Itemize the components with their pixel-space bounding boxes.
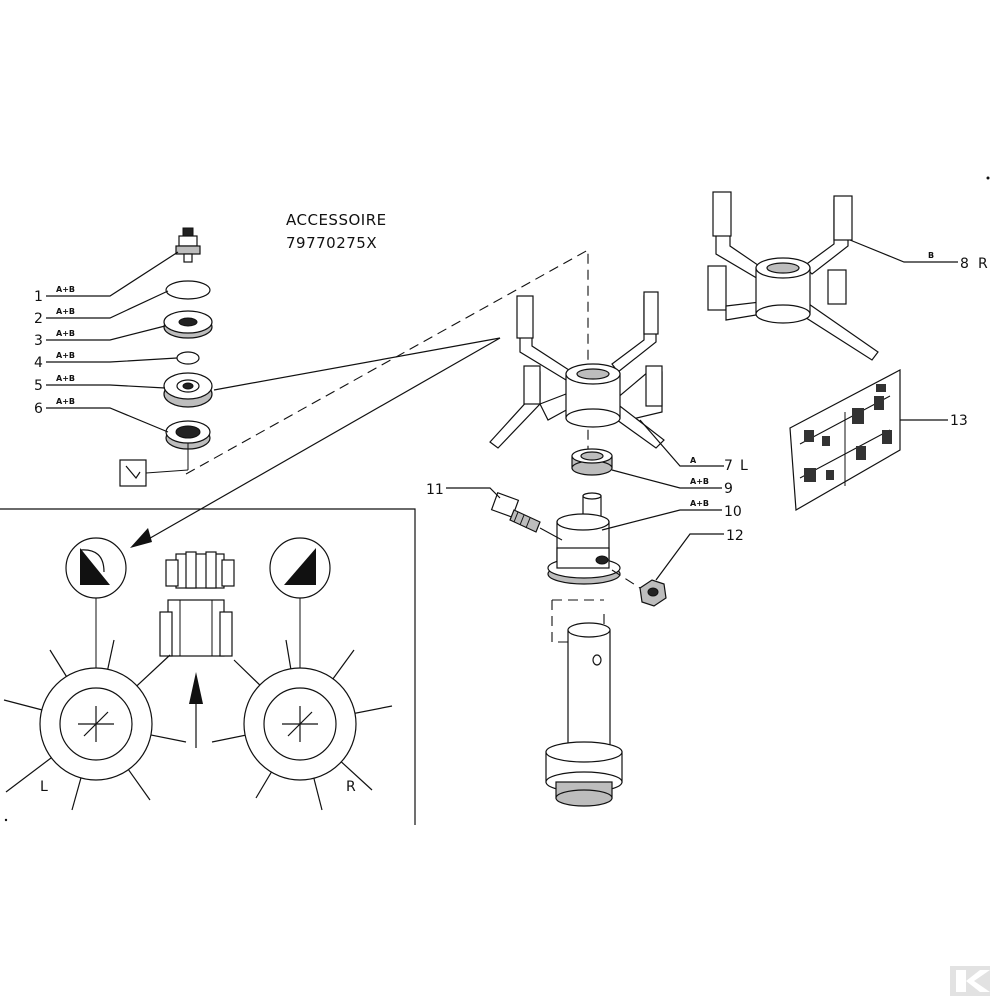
callout-10-number: 10 xyxy=(724,504,742,520)
left-rotor-label: L xyxy=(40,779,48,795)
right-direction-symbol xyxy=(269,537,331,700)
bearing-stack xyxy=(163,227,213,470)
callout-13-number: 13 xyxy=(950,413,968,429)
bolt xyxy=(490,492,541,533)
circlip xyxy=(165,280,211,300)
decal-sticker-icon xyxy=(789,369,901,511)
right-rotor-icon xyxy=(211,639,393,811)
seal xyxy=(163,310,213,339)
leader-7 xyxy=(639,419,724,467)
callout-4-number: 4 xyxy=(34,355,43,371)
left-direction-symbol xyxy=(65,537,127,700)
small-ring xyxy=(176,351,200,365)
tine-holder-right xyxy=(707,191,879,361)
direction-arrow-icon xyxy=(189,672,203,748)
leaders-1-6 xyxy=(46,251,179,433)
pointer-arrowhead xyxy=(130,528,152,548)
callout-3-tag: A+B xyxy=(56,329,75,338)
callout-7-number: 7 xyxy=(724,458,733,474)
tine-holder-left xyxy=(489,291,665,449)
callout-5-tag: A+B xyxy=(56,374,75,383)
callout-7-tag: A xyxy=(690,456,697,465)
leader-10 xyxy=(601,509,722,531)
spacer-ring xyxy=(571,448,613,476)
callout-3-number: 3 xyxy=(34,333,43,349)
bearing xyxy=(163,372,213,408)
speck xyxy=(986,176,990,180)
left-rotor-icon xyxy=(3,639,187,811)
callout-9-tag: A+B xyxy=(690,477,709,486)
brand-logo-icon xyxy=(950,966,990,996)
speck xyxy=(4,818,8,822)
callout-8-tag: B xyxy=(928,251,934,260)
right-rotor-label: R xyxy=(346,779,356,795)
tractor-icon xyxy=(159,551,235,657)
leader-8 xyxy=(849,239,958,263)
callout-10-tag: A+B xyxy=(690,499,709,508)
shaft xyxy=(547,492,621,585)
callout-12-number: 12 xyxy=(726,528,744,544)
callout-2-number: 2 xyxy=(34,311,43,327)
dashed-relation-line xyxy=(185,249,589,475)
lower-seal xyxy=(165,420,211,450)
callout-9-number: 9 xyxy=(724,481,733,497)
leader-9 xyxy=(611,469,722,489)
rotor-orientation-panel: L R xyxy=(0,508,416,825)
callout-8-number: 8 xyxy=(960,256,969,272)
tool-symbol-icon xyxy=(119,459,147,487)
callout-4-tag: A+B xyxy=(56,351,75,360)
accessory-code: 79770275X xyxy=(286,234,377,252)
accessory-title: ACCESSOIRE xyxy=(286,211,387,229)
callout-6-tag: A+B xyxy=(56,397,75,406)
callout-1-tag: A+B xyxy=(56,285,75,294)
callout-7-suffix: L xyxy=(740,458,748,474)
callout-2-tag: A+B xyxy=(56,307,75,316)
leader-12 xyxy=(655,533,724,581)
callout-8-suffix: R xyxy=(978,256,988,272)
callout-5-number: 5 xyxy=(34,378,43,394)
leader-11 xyxy=(446,487,501,499)
callout-1-number: 1 xyxy=(34,289,43,305)
gearbox-output-shaft xyxy=(545,599,623,807)
callout-6-number: 6 xyxy=(34,401,43,417)
grease-nipple xyxy=(175,227,201,263)
callout-11-number: 11 xyxy=(426,482,444,498)
nut xyxy=(639,579,667,607)
